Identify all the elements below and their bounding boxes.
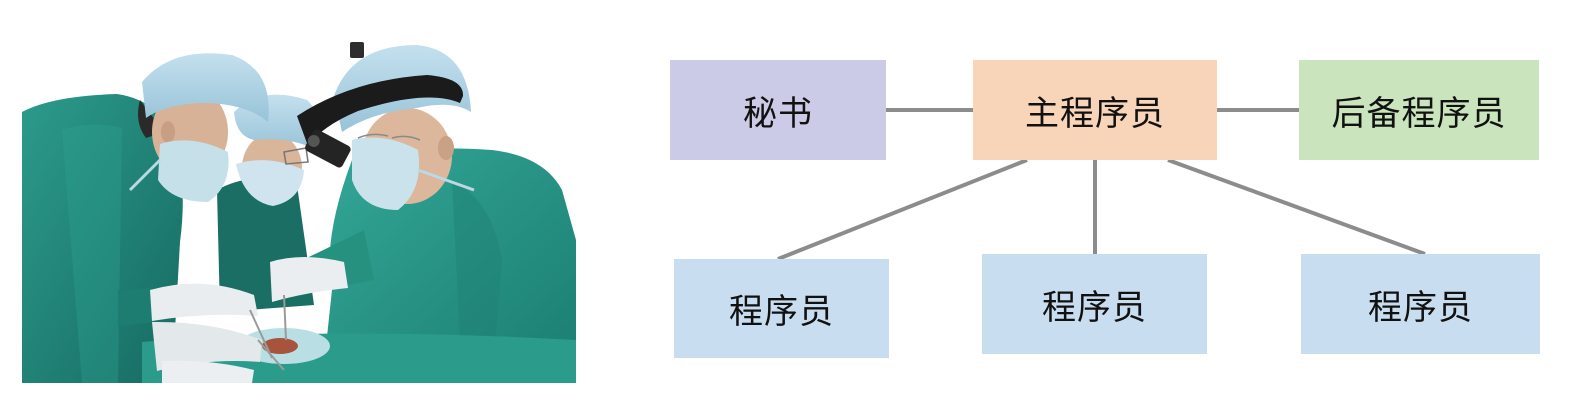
surgery-illustration bbox=[22, 42, 576, 383]
connector-chief-programmer-1 bbox=[777, 158, 1028, 261]
node-backup-programmer: 后备程序员 bbox=[1299, 60, 1539, 160]
node-label: 主程序员 bbox=[1025, 93, 1165, 134]
node-chief-programmer: 主程序员 bbox=[973, 60, 1217, 160]
node-label: 程序员 bbox=[1368, 287, 1473, 328]
surgeon-left bbox=[22, 53, 269, 383]
gloved-hands bbox=[118, 257, 348, 383]
node-label: 程序员 bbox=[729, 292, 834, 332]
node-label: 秘书 bbox=[743, 93, 813, 134]
node-label: 程序员 bbox=[1042, 287, 1147, 328]
node-label: 后备程序员 bbox=[1331, 93, 1507, 134]
surgery-team-photo bbox=[22, 40, 576, 383]
connector-chief-programmer-3 bbox=[1167, 158, 1426, 256]
node-programmer-2: 程序员 bbox=[982, 254, 1207, 354]
surgeon-middle bbox=[217, 94, 322, 312]
node-programmer-3: 程序员 bbox=[1301, 254, 1540, 354]
node-secretary: 秘书 bbox=[670, 60, 886, 160]
node-programmer-1: 程序员 bbox=[674, 259, 889, 358]
